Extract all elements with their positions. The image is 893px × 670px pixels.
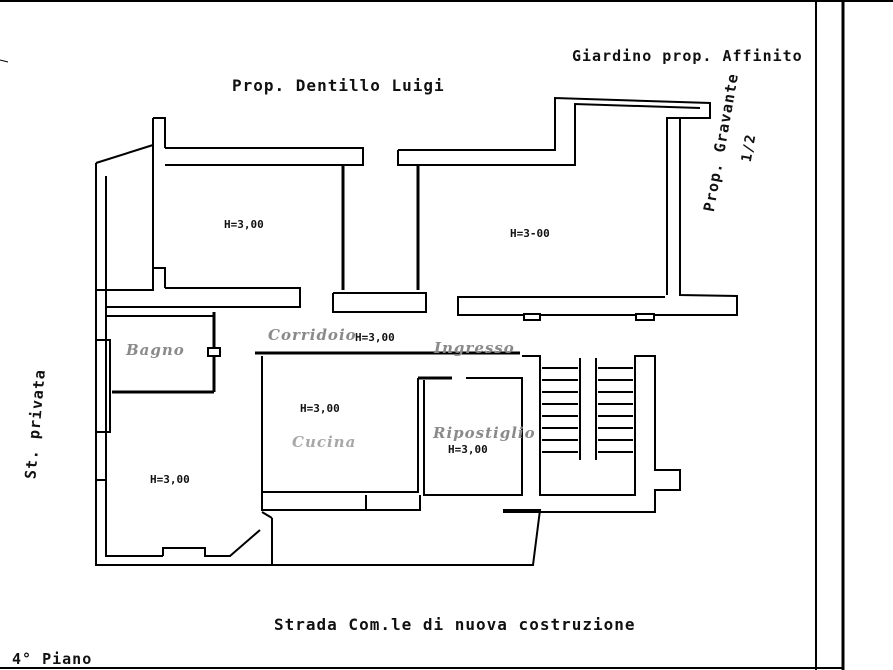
room-height-center: H=3,00 xyxy=(300,402,340,415)
room-height-ripostiglio: H=3,00 xyxy=(448,443,488,456)
room-height-top-left: H=3,00 xyxy=(224,218,264,231)
garden-label: Giardino prop. Affinito xyxy=(572,47,803,65)
room-height-corridoio: H=3,00 xyxy=(355,331,395,344)
room-name-ripostiglio: Ripostiglio xyxy=(433,424,536,442)
room-height-top-right: H=3-00 xyxy=(510,227,550,240)
north-neighbour-label: Prop. Dentillo Luigi xyxy=(232,76,445,95)
room-height-bottom-left: H=3,00 xyxy=(150,473,190,486)
corner-mark xyxy=(0,59,9,63)
staircase xyxy=(542,367,633,453)
wall-stubs xyxy=(207,313,655,357)
street-label: Strada Com.le di nuova costruzione xyxy=(274,615,636,634)
room-name-bagno: Bagno xyxy=(126,341,185,359)
walls xyxy=(95,96,738,566)
room-name-cucina: Cucina xyxy=(292,433,357,451)
floor-label: 4° Piano xyxy=(12,650,93,668)
room-name-ingresso: Ingresso xyxy=(434,339,515,357)
room-name-corridoio: Corridoio xyxy=(268,326,357,344)
